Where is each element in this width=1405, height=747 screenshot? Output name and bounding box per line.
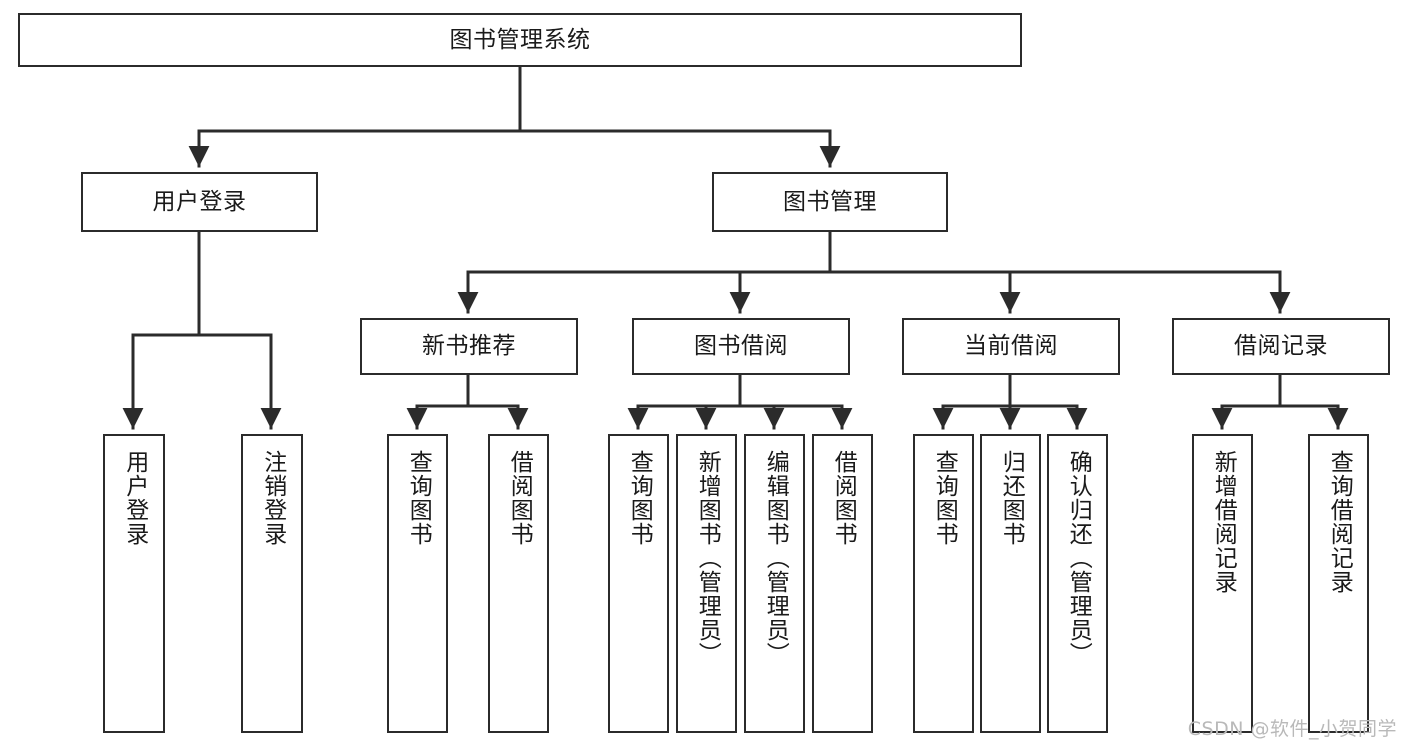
node-user-login[interactable]: 用户登录 (81, 172, 318, 232)
node-leaf-user-login-label: 用户登录 (121, 450, 148, 546)
node-leaf-add-book[interactable]: 新增图书（管理员） (676, 434, 737, 733)
node-leaf-query-record[interactable]: 查询借阅记录 (1308, 434, 1369, 733)
node-leaf-query-book-1[interactable]: 查询图书 (387, 434, 448, 733)
node-leaf-borrow-book-2-label: 借阅图书 (830, 450, 857, 546)
node-current-borrow[interactable]: 当前借阅 (902, 318, 1120, 375)
node-new-book-recommend-label: 新书推荐 (422, 333, 516, 360)
node-leaf-edit-book[interactable]: 编辑图书（管理员） (744, 434, 805, 733)
node-book-management-label: 图书管理 (783, 188, 877, 215)
node-leaf-add-book-label: 新增图书（管理员） (694, 450, 721, 666)
node-leaf-logout-login-label: 注销登录 (259, 450, 286, 546)
node-leaf-query-record-label: 查询借阅记录 (1326, 450, 1353, 594)
node-leaf-confirm-return-label: 确认归还（管理员） (1065, 450, 1092, 666)
node-leaf-query-book-2[interactable]: 查询图书 (608, 434, 669, 733)
node-leaf-user-login[interactable]: 用户登录 (103, 434, 165, 733)
node-borrow-record-label: 借阅记录 (1234, 333, 1328, 360)
node-new-book-recommend[interactable]: 新书推荐 (360, 318, 578, 375)
node-leaf-borrow-book-2[interactable]: 借阅图书 (812, 434, 873, 733)
node-leaf-return-book[interactable]: 归还图书 (980, 434, 1041, 733)
node-leaf-return-book-label: 归还图书 (998, 450, 1025, 546)
node-borrow-record[interactable]: 借阅记录 (1172, 318, 1390, 375)
node-root-system-label: 图书管理系统 (449, 26, 591, 53)
node-book-management[interactable]: 图书管理 (712, 172, 948, 232)
node-book-borrow-label: 图书借阅 (694, 333, 788, 360)
node-leaf-borrow-book-1[interactable]: 借阅图书 (488, 434, 549, 733)
node-current-borrow-label: 当前借阅 (964, 333, 1058, 360)
node-leaf-add-record[interactable]: 新增借阅记录 (1192, 434, 1253, 733)
csdn-watermark: CSDN @软件_小贺同学 (1187, 718, 1397, 740)
node-leaf-query-book-1-label: 查询图书 (405, 450, 432, 546)
node-root-system[interactable]: 图书管理系统 (18, 13, 1022, 67)
node-leaf-query-book-2-label: 查询图书 (626, 450, 653, 546)
node-leaf-logout-login[interactable]: 注销登录 (241, 434, 303, 733)
node-leaf-edit-book-label: 编辑图书（管理员） (762, 450, 789, 666)
node-leaf-add-record-label: 新增借阅记录 (1210, 450, 1237, 594)
node-leaf-query-book-3-label: 查询图书 (931, 450, 958, 546)
node-leaf-confirm-return[interactable]: 确认归还（管理员） (1047, 434, 1108, 733)
node-user-login-label: 用户登录 (152, 188, 247, 215)
node-book-borrow[interactable]: 图书借阅 (632, 318, 850, 375)
node-leaf-borrow-book-1-label: 借阅图书 (506, 450, 533, 546)
node-leaf-query-book-3[interactable]: 查询图书 (913, 434, 974, 733)
